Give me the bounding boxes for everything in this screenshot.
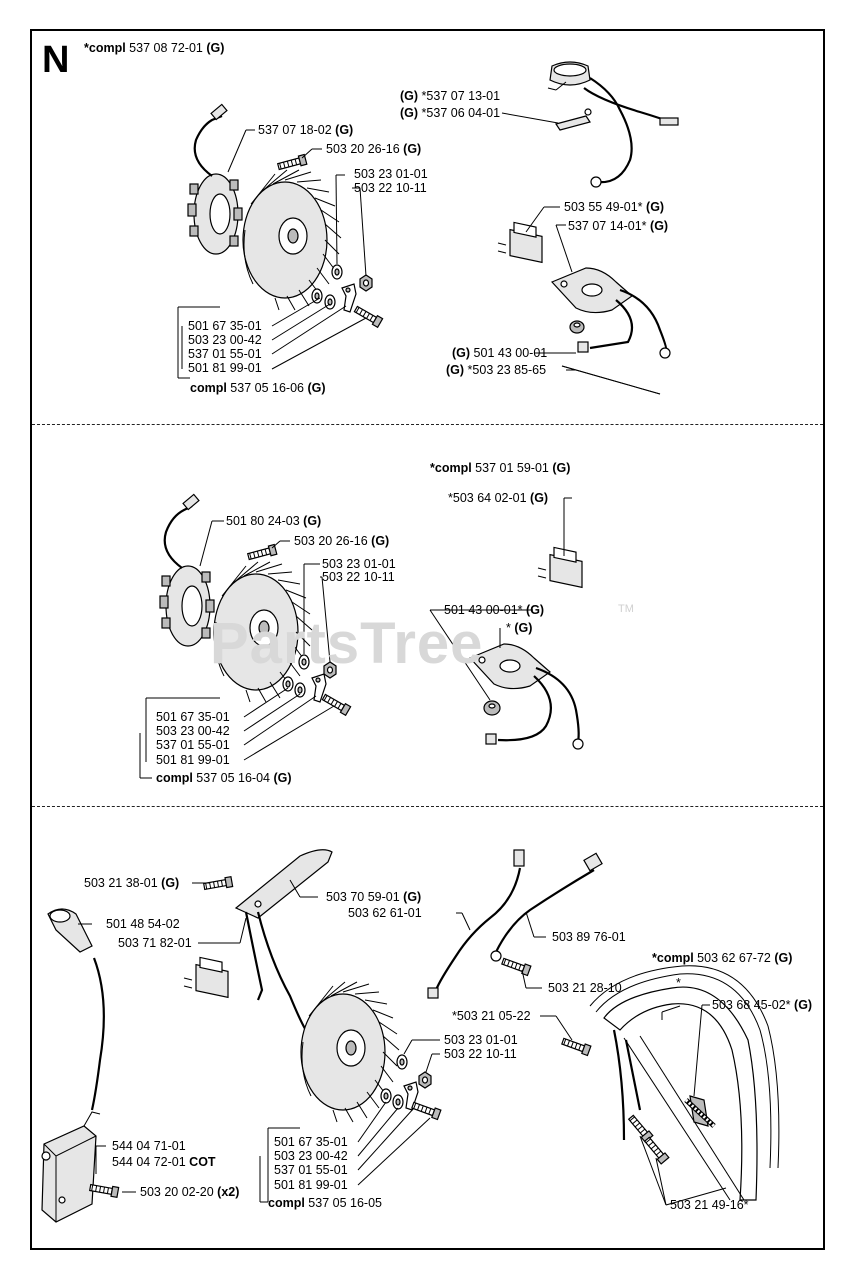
part-label-p1-a: 501 67 35-01 [188, 319, 262, 333]
part-label-p3-screw-b: 503 21 28-10 [548, 981, 622, 995]
part-label-p3-b: 503 23 00-42 [274, 1149, 348, 1163]
diagram-frame [30, 29, 825, 1250]
part-label-p2-nut: 503 22 10-11 [322, 570, 395, 584]
part-label-p3-screw-c: *503 21 05-22 [452, 1009, 531, 1023]
cable-3a [427, 849, 525, 999]
part-label-p3-cable-b: 503 89 76-01 [552, 930, 626, 944]
part-label-p3-star: * [676, 976, 681, 990]
part-label-p1-ignition-module: 537 07 18-02 (G) [258, 123, 354, 137]
section-divider-2 [32, 806, 823, 807]
part-label-p2-d: 501 81 99-01 [156, 753, 230, 767]
part-label-p1-screw: 503 20 26-16 (G) [326, 142, 422, 156]
part-label-p3-c: 537 01 55-01 [274, 1163, 348, 1177]
part-label-p1-nut: 503 22 10-11 [354, 181, 427, 195]
leaders-1 [177, 81, 576, 379]
clip-1 [555, 108, 592, 131]
part-label-p2-ignition-module: 501 80 24-03 (G) [226, 514, 322, 528]
flywheel-assembly-label-3: compl 537 05 16-05 [268, 1196, 382, 1210]
part-label-p2-grommet: 501 43 00-01* (G) [444, 603, 545, 617]
part-label-p3-spring: 503 68 45-02* (G) [712, 998, 813, 1012]
part-label-p3-switch: 503 71 82-01 [118, 936, 192, 950]
leaders-3 [78, 879, 727, 1206]
part-label-p3-screw-e: 503 21 49-16* [670, 1198, 749, 1212]
part-label-p3-bracket: 503 70 59-01 (G) [326, 890, 422, 904]
part-label-p2-screw: 503 20 26-16 (G) [294, 534, 390, 548]
part-label-p1-switch: 503 55 49-01* (G) [564, 200, 665, 214]
part-label-p2-a: 501 67 35-01 [156, 710, 230, 724]
part-label-p2-b: 503 23 00-42 [156, 724, 230, 738]
part-label-p3-cable-a: 503 62 61-01 [348, 906, 422, 920]
coil-wire-1 [193, 114, 223, 177]
assembly-label-1: *compl 537 08 72-01 (G) [84, 41, 225, 55]
part-label-p1-clip: (G) *537 06 04-01 [400, 106, 501, 120]
part-label-p1-plate: 537 07 14-01* (G) [568, 219, 669, 233]
handle-assembly-label-3: *compl 503 62 67-72 (G) [652, 951, 793, 965]
assembly-label-2: *compl 537 01 59-01 (G) [430, 461, 571, 475]
part-label-p2-switch: *503 64 02-01 (G) [448, 491, 549, 505]
flywheel-assembly-label-2: compl 537 05 16-04 (G) [156, 771, 292, 785]
leaders-2 [139, 497, 572, 779]
part-label-p2-plate: * (G) [506, 621, 533, 635]
part-label-p1-washer: 503 23 01-01 [354, 167, 428, 181]
part-label-p3-module-b: 544 04 72-01 COT [112, 1155, 216, 1169]
part-label-p3-washer: 503 23 01-01 [444, 1033, 518, 1047]
part-label-p2-washer: 503 23 01-01 [322, 557, 396, 571]
watermark: PartsTree [210, 611, 484, 676]
section-letter: N [42, 39, 70, 81]
part-label-p3-cap: 501 48 54-02 [106, 917, 180, 931]
ignition-cap-1 [549, 61, 679, 188]
cable-3b [490, 852, 603, 962]
part-label-p3-module-a: 544 04 71-01 [112, 1139, 186, 1153]
spark-cap-3 [47, 908, 105, 1111]
part-label-p1-hose: (G) *503 23 85-65 [446, 363, 547, 377]
part-label-p3-screw-a: 503 21 38-01 (G) [84, 876, 180, 890]
flywheel-assembly-label-1: compl 537 05 16-06 (G) [190, 381, 326, 395]
section-divider-1 [32, 424, 823, 425]
part-label-p1-c: 537 01 55-01 [188, 347, 262, 361]
part-label-p2-c: 537 01 55-01 [156, 738, 230, 752]
part-label-p1-ignition-cap: (G) *537 07 13-01 [400, 89, 501, 103]
part-label-p3-nut: 503 22 10-11 [444, 1047, 517, 1061]
part-label-p3-a: 501 67 35-01 [274, 1135, 348, 1149]
part-label-p1-b: 503 23 00-42 [188, 333, 262, 347]
watermark-tm: TM [618, 603, 634, 615]
part-label-p3-d: 501 81 99-01 [274, 1178, 348, 1192]
part-label-p1-d: 501 81 99-01 [188, 361, 262, 375]
module-3 [41, 1111, 101, 1223]
part-label-p3-screw-d: 503 20 02-20 (x2) [140, 1185, 240, 1199]
part-label-p1-grommet: (G) 501 43 00-01 [452, 346, 548, 360]
